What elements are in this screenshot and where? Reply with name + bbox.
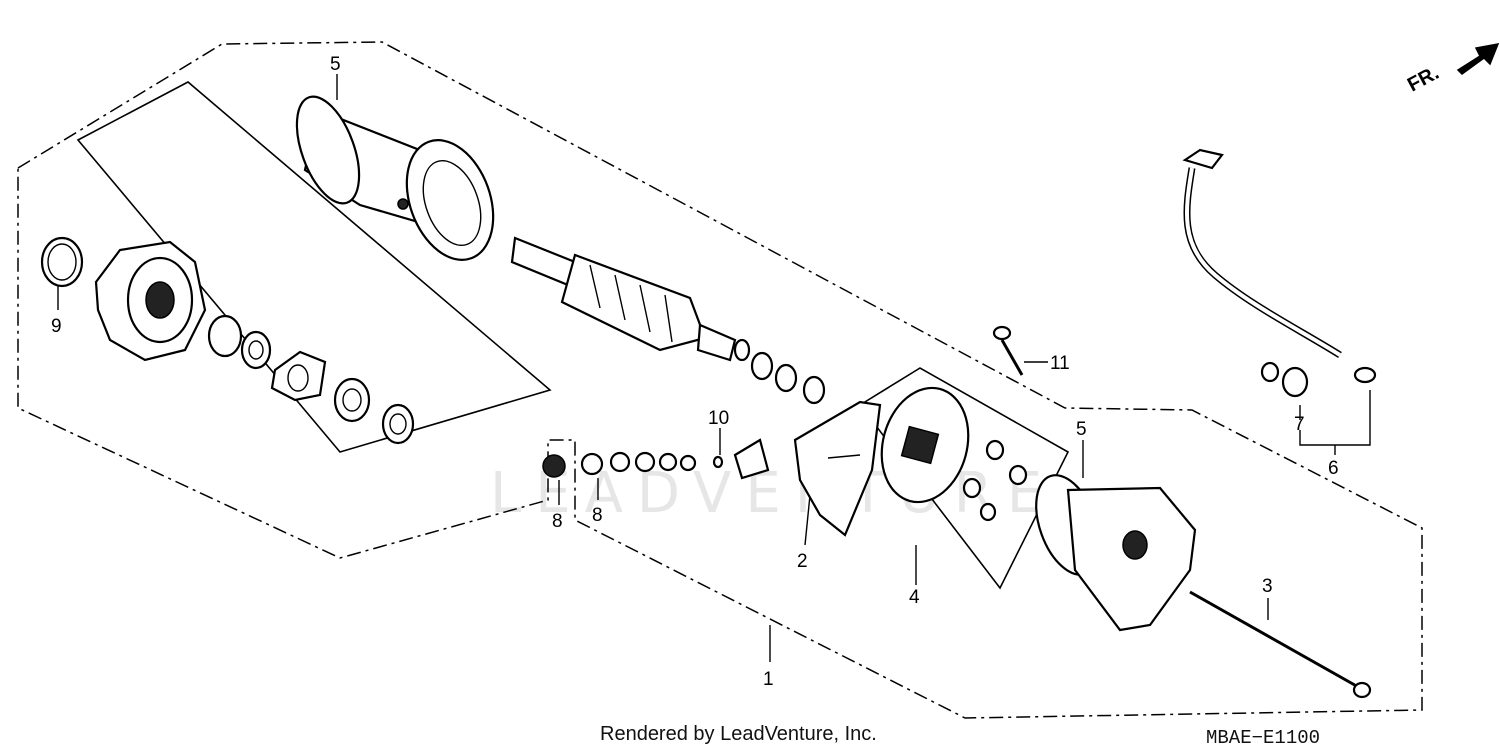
armature xyxy=(510,236,751,362)
callout-6: 6 xyxy=(1328,458,1339,479)
callout-labels: 5 9 10 8 8 2 4 5 3 11 7 6 1 xyxy=(51,54,1339,690)
nuts-washers xyxy=(542,451,724,478)
starter-cable-6 xyxy=(1182,148,1377,384)
brush-spring-set-2 xyxy=(793,400,882,537)
bearing-washers xyxy=(207,314,415,445)
callout-8-left: 8 xyxy=(552,511,563,532)
diagram-code: MBAE−E1100 xyxy=(1206,727,1320,749)
callout-1: 1 xyxy=(763,669,774,690)
brush-holder-outline xyxy=(858,367,1070,590)
bolt-11 xyxy=(992,325,1024,376)
rear-cover xyxy=(1035,474,1197,632)
callout-5-upper: 5 xyxy=(330,54,341,75)
front-cover xyxy=(94,240,207,362)
callout-5-lower: 5 xyxy=(1076,419,1087,440)
callout-8-right: 8 xyxy=(592,505,603,526)
callout-11: 11 xyxy=(1050,353,1070,374)
rendered-by-credit: Rendered by LeadVenture, Inc. xyxy=(600,723,877,745)
front-direction-indicator: FR. xyxy=(1404,43,1500,97)
motor-yoke xyxy=(295,95,495,261)
terminal-cap-7 xyxy=(1260,361,1309,398)
brush-block xyxy=(733,438,770,480)
callout-7: 7 xyxy=(1294,414,1305,435)
long-bolt-3 xyxy=(1189,590,1372,699)
callout-4: 4 xyxy=(909,587,920,608)
callout-10: 10 xyxy=(708,408,729,429)
assembly-outline xyxy=(17,41,1423,719)
thrust-washers xyxy=(750,351,826,405)
leader-lines xyxy=(57,74,1371,662)
callout-3: 3 xyxy=(1262,576,1273,597)
brush-holder-4 xyxy=(880,386,1028,522)
direction-label: FR. xyxy=(1404,62,1443,97)
callout-2: 2 xyxy=(797,551,808,572)
callout-9: 9 xyxy=(51,316,62,337)
